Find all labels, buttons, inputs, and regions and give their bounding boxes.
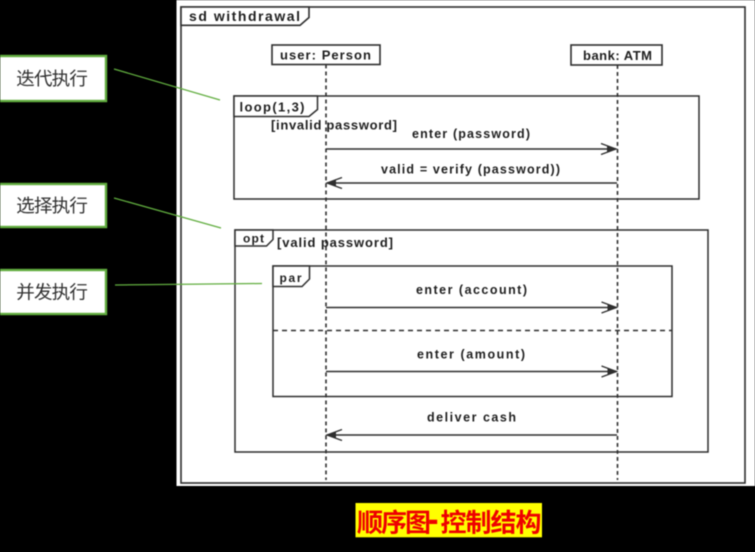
svg-text:opt: opt xyxy=(243,232,264,246)
svg-text:valid = verify (password)): valid = verify (password)) xyxy=(381,163,560,177)
svg-text:[invalid password]: [invalid password] xyxy=(271,118,397,133)
svg-text:deliver cash: deliver cash xyxy=(427,411,516,425)
svg-text:par: par xyxy=(280,271,302,285)
svg-text:[valid password]: [valid password] xyxy=(277,235,393,250)
svg-text:enter (amount): enter (amount) xyxy=(417,348,525,362)
svg-text:loop(1,3): loop(1,3) xyxy=(240,100,305,115)
svg-text:sd withdrawal: sd withdrawal xyxy=(189,8,300,24)
svg-text:enter (account): enter (account) xyxy=(416,283,527,297)
svg-text:user: Person: user: Person xyxy=(280,48,371,63)
svg-text:bank: ATM: bank: ATM xyxy=(583,48,652,63)
svg-text:enter (password): enter (password) xyxy=(412,127,530,141)
